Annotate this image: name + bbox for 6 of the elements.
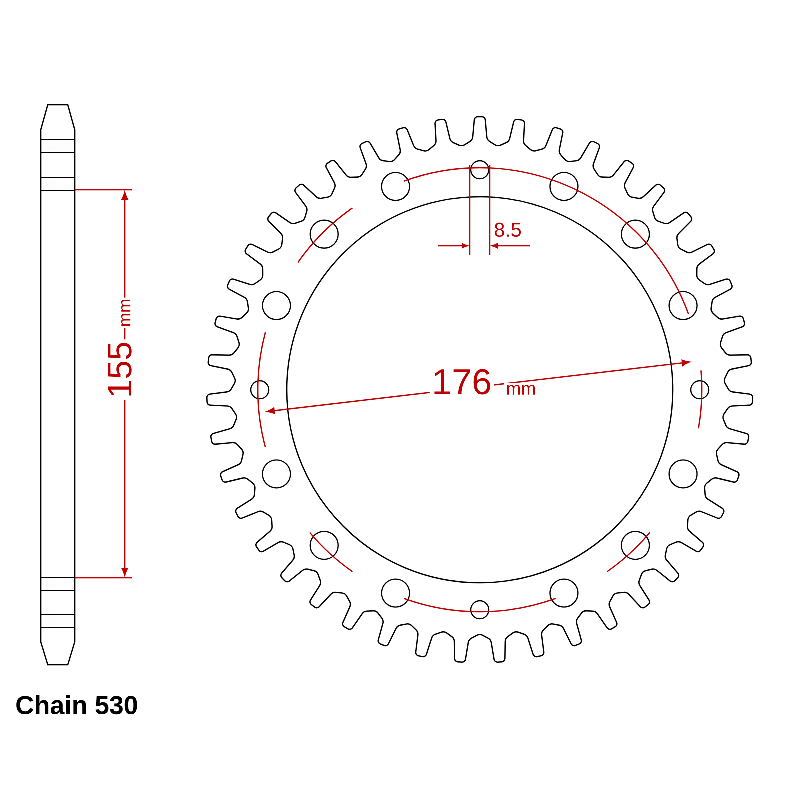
caption: Chain 530 — [16, 695, 138, 715]
unit-label: mm — [120, 298, 132, 328]
unit-label: mm — [504, 383, 538, 397]
dimension-label: 176 — [430, 367, 494, 397]
dimension-label: 8.5 — [494, 222, 522, 238]
dimension-label: 155 — [106, 340, 134, 400]
